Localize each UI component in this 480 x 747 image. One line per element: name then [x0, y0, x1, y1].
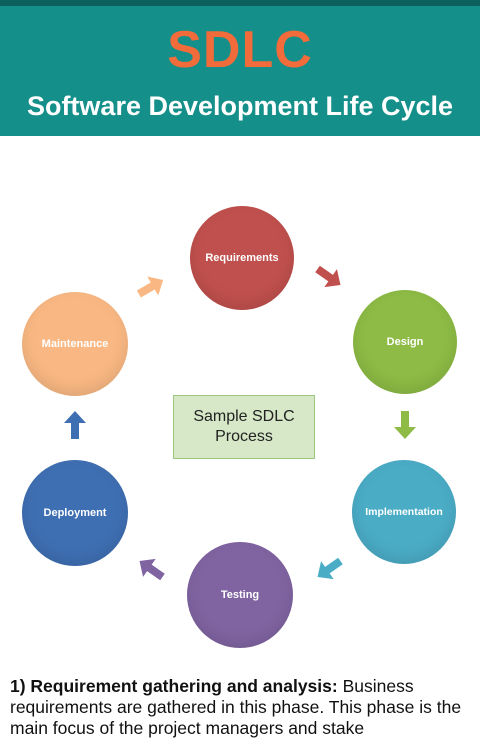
arrow-deployment-to-maintenance-icon — [64, 411, 86, 439]
status-bar — [0, 0, 480, 6]
phase-implementation: Implementation — [352, 460, 456, 564]
page-subtitle: Software Development Life Cycle — [26, 91, 454, 121]
arrow-maintenance-to-requirements-icon — [136, 276, 164, 298]
phase-description: 1) Requirement gathering and analysis: B… — [10, 676, 472, 739]
phase-deployment: Deployment — [22, 460, 128, 566]
arrow-design-to-implementation-icon — [394, 411, 416, 439]
phase-design: Design — [353, 290, 457, 394]
arrow-implementation-to-testing-icon — [317, 557, 343, 580]
phase-testing: Testing — [187, 542, 293, 648]
phase-design-label: Design — [386, 336, 424, 348]
phase-requirements: Requirements — [190, 206, 294, 310]
arrow-testing-to-deployment-icon — [139, 558, 165, 581]
phase-maintenance-label: Maintenance — [41, 338, 109, 350]
phase-deployment-label: Deployment — [43, 507, 107, 519]
phase-maintenance: Maintenance — [22, 292, 128, 396]
sdlc-diagram: Requirements Design Implementation Testi… — [0, 180, 480, 660]
phase-testing-label: Testing — [220, 589, 260, 601]
center-process-box: Sample SDLC Process — [173, 395, 315, 459]
center-label-line1: Sample SDLC — [193, 408, 295, 425]
center-label-line2: Process — [215, 428, 273, 445]
description-text: Business requirements are gathered in th… — [10, 676, 462, 738]
description-heading: 1) Requirement gathering and analysis: — [10, 676, 338, 696]
arrow-requirements-to-design-icon — [315, 265, 341, 288]
phase-requirements-label: Requirements — [205, 252, 279, 264]
phase-implementation-label: Implementation — [365, 506, 443, 518]
page-title: SDLC — [167, 21, 313, 79]
app-header: SDLC Software Development Life Cycle — [0, 6, 480, 136]
